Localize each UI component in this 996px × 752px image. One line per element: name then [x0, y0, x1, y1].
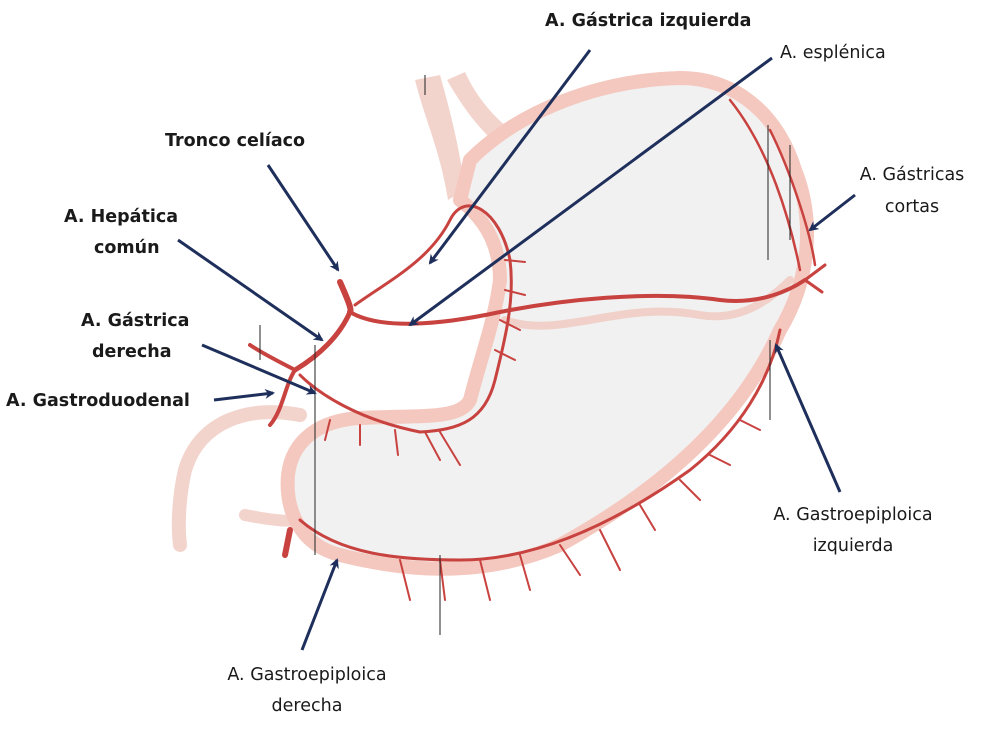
arrow-gastricas-cortas	[808, 193, 856, 232]
label-gastrica-derecha-line2: derecha	[92, 342, 172, 362]
label-hepatica-comun-line2: común	[94, 238, 160, 258]
right-gastric-artery	[298, 373, 422, 434]
short-gastric-arteries	[728, 98, 817, 272]
label-gastroepiploica-izquierda-line2: izquierda	[812, 536, 894, 556]
label-gastroepiploica-derecha-line1: A. Gastroepiploica	[227, 665, 387, 685]
label-gastroduodenal: A. Gastroduodenal	[6, 391, 190, 411]
leader-arrows	[177, 49, 856, 651]
celiac-trunk	[337, 279, 354, 315]
label-gastroepiploica-derecha-line2: derecha	[271, 696, 343, 716]
arrow-gastrica-izquierda	[428, 49, 592, 265]
reference-lines	[259, 75, 791, 635]
label-hepatica-comun-line1: A. Hepática	[64, 207, 179, 227]
label-gastrica-izquierda: A. Gástrica izquierda	[545, 11, 752, 31]
label-esplenica: A. esplénica	[780, 43, 886, 63]
label-tronco-celiaco: Tronco celíaco	[165, 131, 306, 151]
arrow-gastrica-derecha	[201, 343, 317, 395]
arrow-gastroduodenal	[213, 388, 275, 402]
gastroduodenal-artery	[268, 368, 297, 427]
arrow-gastroepiploica-derecha	[300, 558, 339, 651]
arrow-gastroepiploica-izquierda	[774, 343, 842, 493]
arrow-hepatica-comun	[177, 238, 324, 342]
label-gastricas-cortas-line1: A. Gástricas	[859, 165, 965, 185]
stomach	[280, 71, 814, 576]
label-gastrica-derecha-line1: A. Gástrica	[81, 311, 190, 331]
arrow-tronco-celiaco	[266, 164, 340, 272]
arrow-esplenica	[408, 56, 773, 327]
label-gastricas-cortas-line2: cortas	[884, 197, 940, 217]
common-hepatic-artery	[292, 309, 353, 373]
right-gastroepiploic-artery	[298, 328, 782, 562]
label-gastroepiploica-izquierda-line1: A. Gastroepiploica	[773, 505, 933, 525]
